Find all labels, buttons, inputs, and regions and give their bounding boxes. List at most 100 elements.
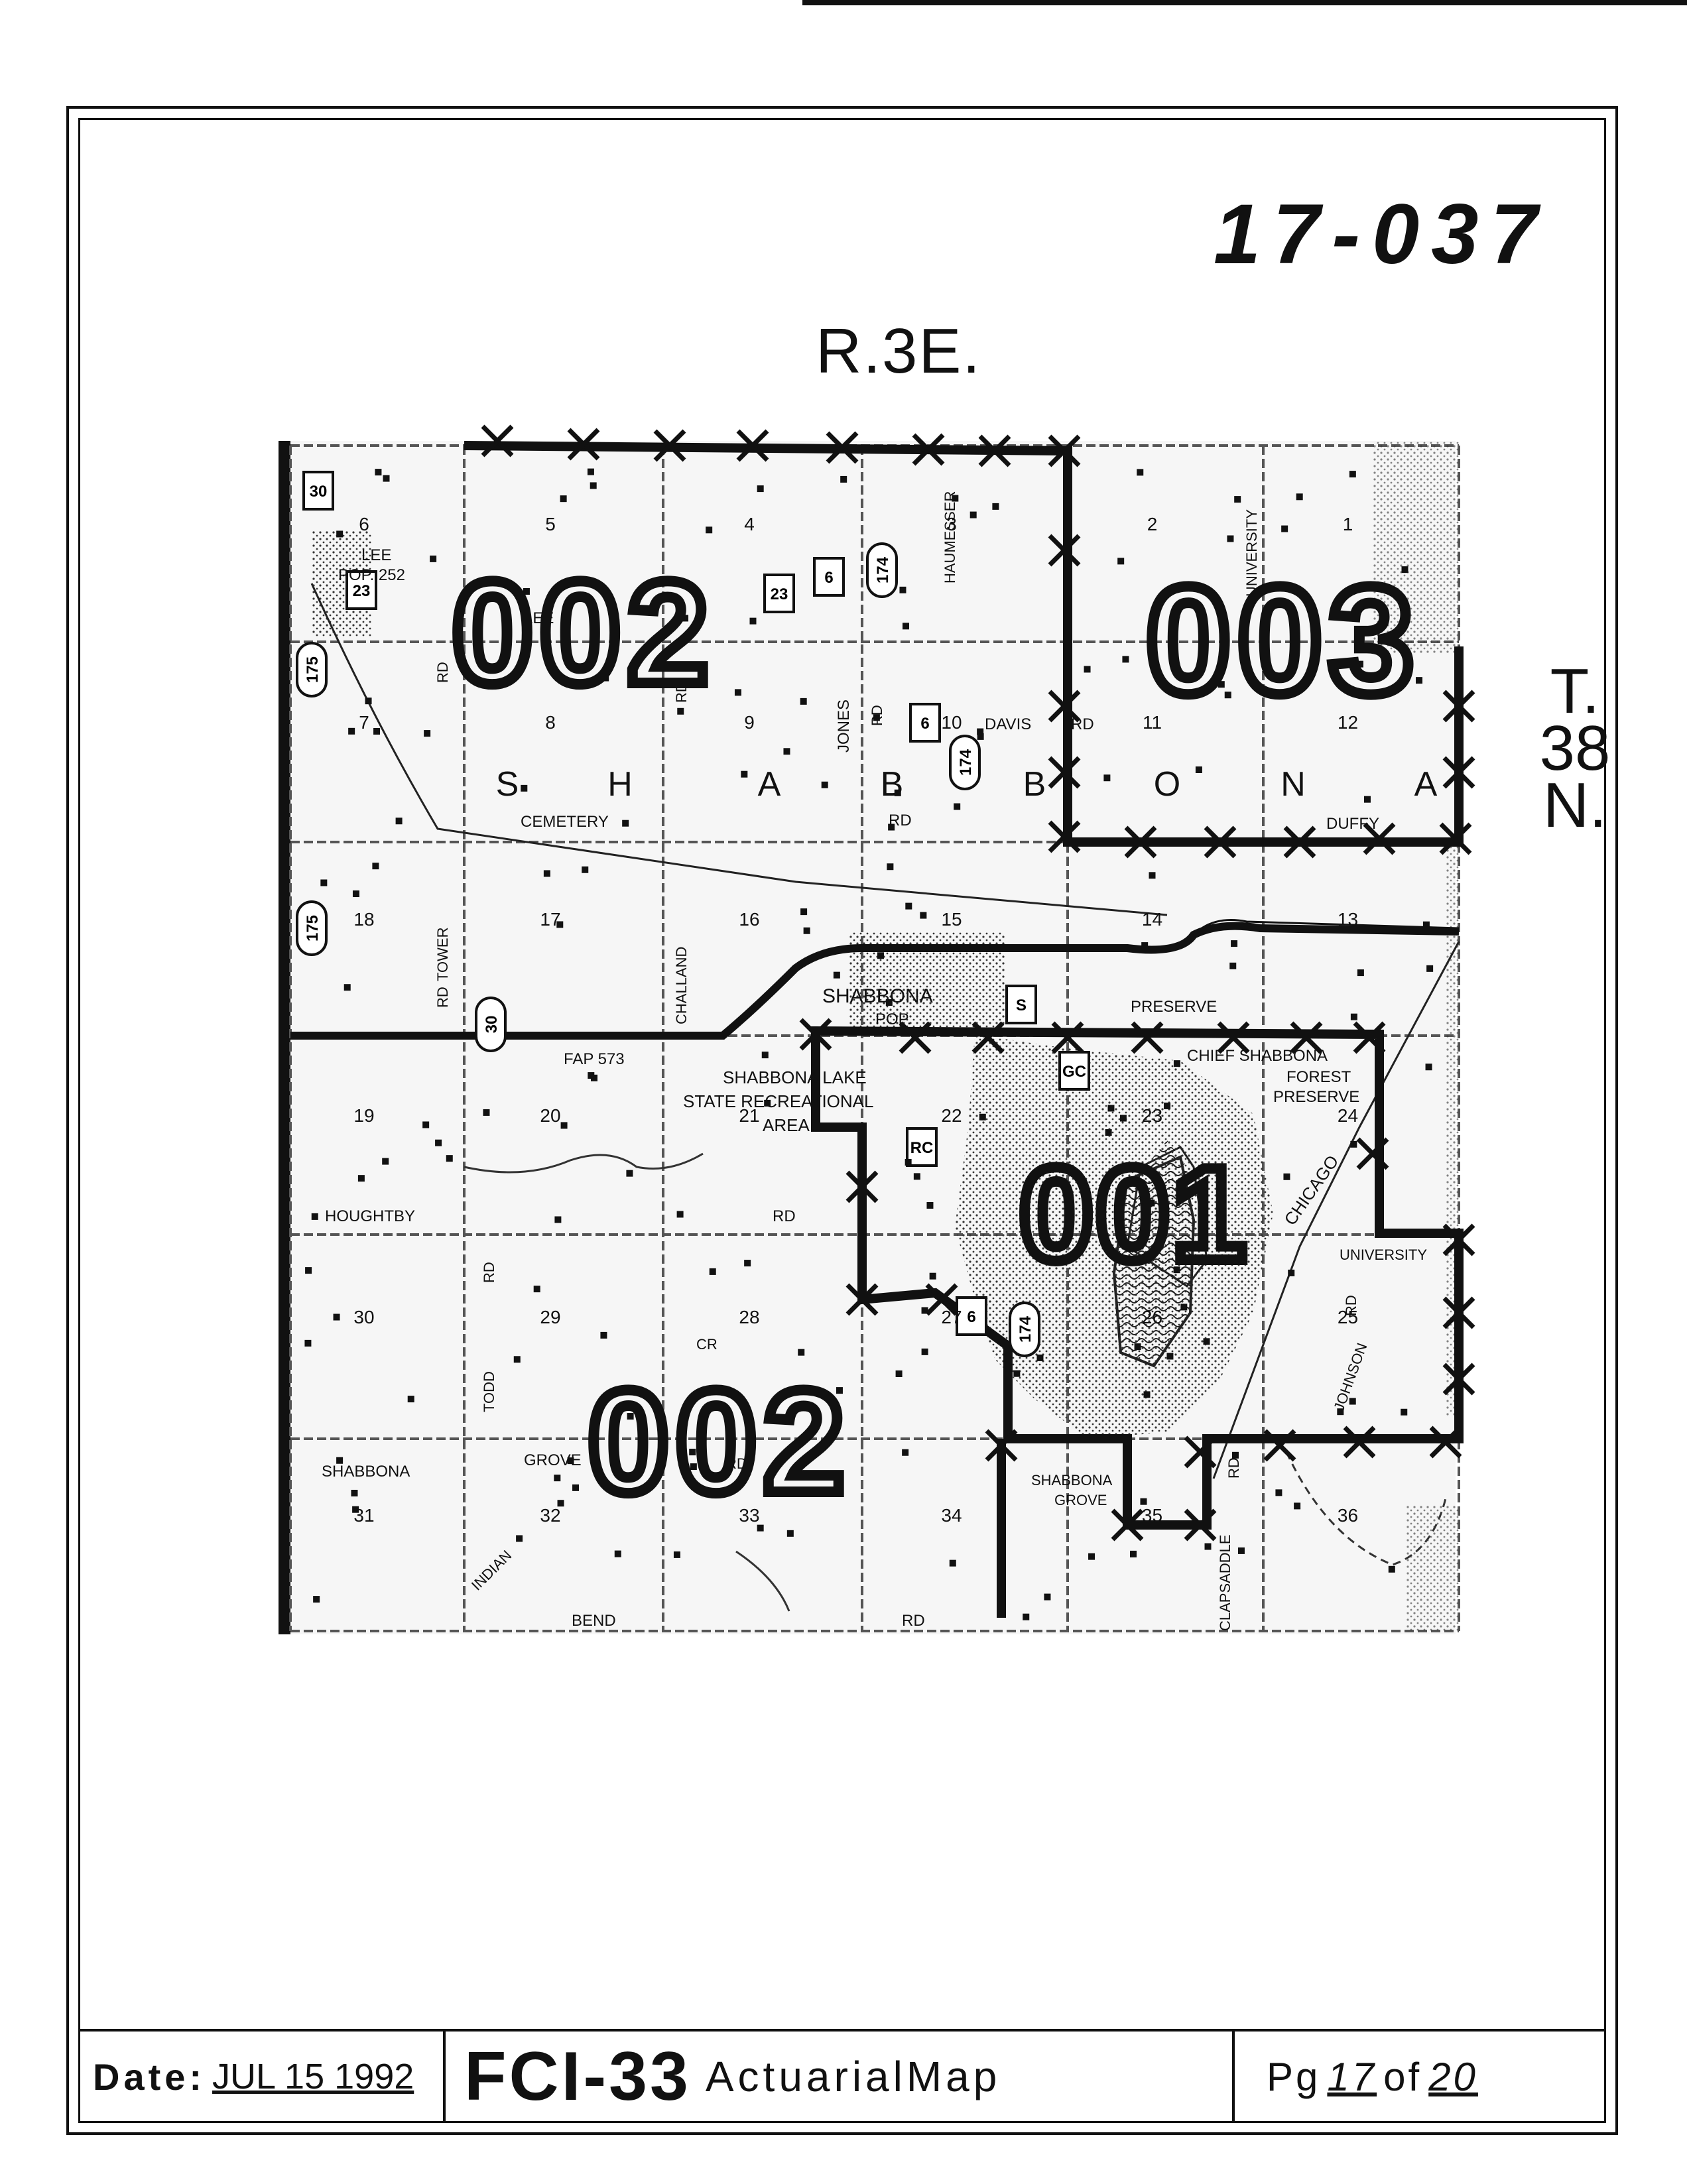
boundary-markers [481,424,1475,1542]
us-30-highway [290,922,1460,1040]
road-davis: DAVIS [985,715,1031,733]
label-shabbona-pop: POP. [875,1010,911,1028]
svg-text:S: S [1016,997,1027,1014]
road-bend: BEND [572,1612,616,1630]
route-shield-6: 6 [909,703,941,743]
railroad-line [310,583,1168,916]
svg-text:175: 175 [304,656,322,683]
township-number: 38 [1539,713,1611,784]
road-cemetery: CEMETERY [521,813,609,831]
range-label: R.3E. [816,316,982,387]
road-duffy: DUFFY [1326,815,1379,833]
label-lake-3: AREA [763,1115,810,1135]
section-number-3: 3 [946,514,957,534]
page-of: of [1383,2054,1422,2099]
label-chief-shabbona: CHIEF SHABBONA [1187,1047,1328,1065]
svg-text:174: 174 [874,556,892,583]
township-t: T. [1550,656,1600,727]
route-shield-RC: RC [906,1127,938,1167]
section-number-36: 36 [1338,1505,1358,1526]
road-cr: CR [696,1336,718,1353]
svg-text:174: 174 [1017,1315,1034,1343]
section-number-12: 12 [1338,712,1358,733]
route-shield-174: 174 [866,542,898,598]
section-number-33: 33 [739,1505,759,1526]
section-number-28: 28 [739,1307,759,1327]
date-label: Date: [93,2055,206,2098]
road-tower: TOWER [434,928,451,981]
stream-sec20 [464,1152,704,1174]
label-lake-1: SHABBONA LAKE [723,1067,867,1087]
twp-letter-a2: A [1414,765,1438,804]
section-number-16: 16 [739,909,759,930]
section-number-5: 5 [545,514,556,534]
route-shield-GC: GC [1058,1051,1090,1091]
section-number-22: 22 [941,1105,962,1126]
label-lee-pop: POP. 252 [338,566,405,584]
section-number-11: 11 [1143,712,1162,733]
section-number-17: 17 [540,909,560,930]
section-number-4: 4 [744,514,755,534]
road-fap-573: FAP 573 [564,1050,625,1068]
svg-text:174: 174 [957,749,975,776]
road-houghtby: HOUGHTBY [325,1207,415,1225]
section-number-29: 29 [540,1307,560,1327]
road-clapsaddle-rd: RD [1225,1457,1242,1479]
twp-letter-n: N [1281,765,1306,804]
svg-text:6: 6 [920,715,929,733]
svg-text:175: 175 [304,915,322,941]
footer-divider-1 [443,2032,446,2122]
zone-label-002-north: 002 [452,551,715,714]
zone-labels: 002 003 001 002 [446,546,1418,1528]
page-cell: Pg 17 of 20 [1267,2032,1585,2122]
section-number-8: 8 [545,712,556,733]
trail-sec36 [1285,1451,1447,1566]
road-university-s: UNIVERSITY [1340,1246,1427,1263]
road-challand-rd: RD [673,682,690,703]
section-number-7: 7 [359,712,369,733]
route-shield-23: 23 [345,570,377,610]
ne-stipple [1373,441,1459,653]
twp-letter-o: O [1154,765,1180,804]
map-west-edge [279,441,290,1634]
section-number-15: 15 [941,909,962,930]
date-value: JUL 15 1992 [212,2057,414,2096]
page-border-inner [78,118,1606,2123]
road-bend-rd: RD [902,1612,925,1630]
form-number: FCI-33 [464,2037,691,2115]
twp-letter-h: H [607,765,633,804]
township-label: T. 38 N. [1519,656,1631,837]
township-name-letters: S H A B B O N A [496,765,1438,804]
title-cell: FCI-33 ActuarialMap [464,2032,1300,2122]
road-lee: LEE [524,609,554,627]
section-number-19: 19 [353,1105,374,1126]
stream-sec33 [735,1550,790,1612]
se-stipple [1406,1505,1459,1631]
label-grove-town-2: GROVE [1054,1492,1107,1508]
label-lee: LEE [361,546,391,564]
section-number-14: 14 [1142,909,1162,930]
route-shield-30: 30 [302,471,334,511]
road-university: UNIVERSITY [1243,509,1260,597]
svg-text:RC: RC [910,1139,934,1157]
map-labels: LEE POP. 252 SHABBONA POP. SHABBONA LAKE… [322,491,1427,1631]
section-number-30: 30 [353,1307,374,1327]
section-number-34: 34 [941,1505,962,1526]
section-number-26: 26 [1142,1307,1162,1327]
road-tower-rd: RD [434,987,451,1008]
label-forest: FOREST [1286,1068,1351,1086]
shabbona-lake [1114,1157,1194,1366]
route-shield-174: 174 [949,735,981,790]
route-shield-6: 6 [956,1296,987,1336]
form-title: ActuarialMap [705,2053,1001,2100]
svg-text:30: 30 [310,483,328,501]
svg-text:30: 30 [483,1016,501,1034]
road-houghtby-rd: RD [773,1207,796,1225]
section-number-24: 24 [1338,1105,1358,1126]
section-number-35: 35 [1142,1505,1162,1526]
route-shield-6: 6 [813,557,845,597]
page-number: 17 [1327,2054,1377,2099]
road-haumesser: HAUMESSER [942,491,958,583]
